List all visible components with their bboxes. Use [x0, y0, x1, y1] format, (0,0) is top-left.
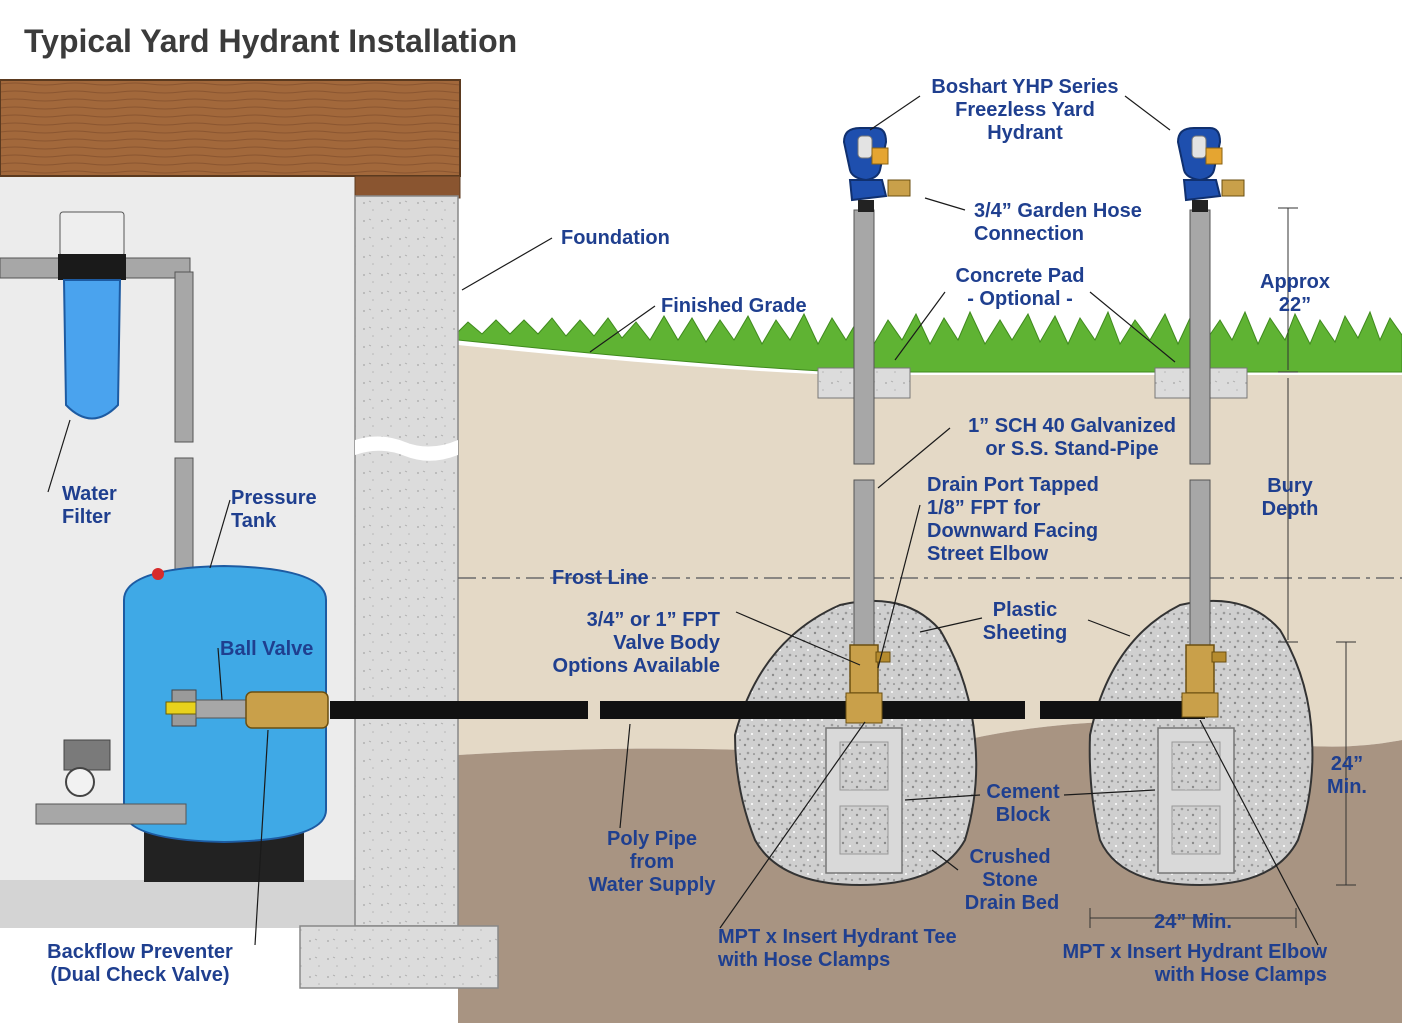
- svg-text:from: from: [630, 851, 674, 873]
- svg-text:Boshart YHP Series: Boshart YHP Series: [931, 76, 1118, 98]
- svg-text:with Hose Clamps: with Hose Clamps: [1154, 964, 1327, 986]
- label-cement-block: Cement Block: [986, 781, 1060, 826]
- label-hose-connection: 3/4” Garden Hose Connection: [974, 200, 1142, 245]
- grass: [457, 310, 1402, 373]
- svg-text:Drain Bed: Drain Bed: [965, 892, 1059, 914]
- svg-text:Bury: Bury: [1267, 475, 1313, 497]
- svg-text:Tank: Tank: [231, 510, 277, 532]
- pressure-switch: [63, 739, 111, 771]
- svg-text:MPT x Insert Hydrant Elbow: MPT x Insert Hydrant Elbow: [1063, 941, 1328, 963]
- foundation-break: [355, 436, 458, 461]
- svg-text:- Optional -: - Optional -: [967, 288, 1073, 310]
- hydrant-head-left: [843, 127, 911, 213]
- label-ball-valve: Ball Valve: [220, 638, 313, 660]
- svg-text:1” SCH 40 Galvanized: 1” SCH 40 Galvanized: [968, 415, 1176, 437]
- label-foundation: Foundation: [561, 227, 670, 249]
- svg-text:Street Elbow: Street Elbow: [927, 543, 1049, 565]
- svg-text:1/8” FPT for: 1/8” FPT for: [927, 497, 1041, 519]
- pressure-gauge: [65, 767, 95, 797]
- min-24-horizontal-dimension: [1089, 908, 1297, 928]
- label-24-min-horizontal: 24” Min.: [1154, 911, 1232, 933]
- svg-text:Downward Facing: Downward Facing: [927, 520, 1098, 542]
- approx-dimension: [1278, 207, 1298, 373]
- svg-text:Filter: Filter: [62, 506, 111, 528]
- svg-text:(Dual Check Valve): (Dual Check Valve): [51, 964, 230, 986]
- cement-block-right: [1157, 727, 1235, 874]
- label-hydrant-elbow: MPT x Insert Hydrant Elbow with Hose Cla…: [1063, 941, 1328, 986]
- label-crushed-stone: Crushed Stone Drain Bed: [965, 846, 1059, 914]
- svg-text:Freezless Yard: Freezless Yard: [955, 99, 1095, 121]
- diagram-title: Typical Yard Hydrant Installation: [24, 23, 517, 59]
- svg-text:Valve Body: Valve Body: [613, 632, 721, 654]
- backflow-preventer: [195, 691, 329, 729]
- svg-text:Plastic: Plastic: [993, 599, 1057, 621]
- svg-text:Drain Port Tapped: Drain Port Tapped: [927, 474, 1099, 496]
- stand-pipe-left: [853, 209, 875, 651]
- svg-text:Concrete Pad: Concrete Pad: [956, 265, 1085, 287]
- label-poly-pipe: Poly Pipe from Water Supply: [588, 828, 716, 896]
- water-filter: [0, 211, 191, 420]
- svg-text:Stone: Stone: [982, 869, 1038, 891]
- svg-text:Water Supply: Water Supply: [588, 874, 716, 896]
- valve-body-left: [845, 644, 891, 724]
- label-hydrant-tee: MPT x Insert Hydrant Tee with Hose Clamp…: [717, 926, 957, 971]
- svg-text:with Hose Clamps: with Hose Clamps: [717, 949, 890, 971]
- svg-text:Block: Block: [996, 804, 1051, 826]
- svg-text:Min.: Min.: [1327, 776, 1367, 798]
- svg-text:3/4” or 1” FPT: 3/4” or 1” FPT: [587, 609, 720, 631]
- supply-pipe-upper: [174, 271, 194, 443]
- label-backflow-preventer: Backflow Preventer (Dual Check Valve): [47, 941, 233, 986]
- svg-text:22”: 22”: [1279, 294, 1311, 316]
- label-finished-grade: Finished Grade: [661, 295, 807, 317]
- svg-text:Depth: Depth: [1262, 498, 1319, 520]
- label-frost-line: Frost Line: [552, 567, 649, 589]
- foundation-wall: [354, 195, 459, 927]
- label-drain-port: Drain Port Tapped 1/8” FPT for Downward …: [927, 474, 1099, 565]
- stand-pipe-right: [1189, 209, 1211, 651]
- svg-text:Options Available: Options Available: [553, 655, 720, 677]
- svg-text:Approx: Approx: [1260, 271, 1330, 293]
- label-pressure-tank: Pressure Tank: [231, 487, 317, 532]
- svg-text:or S.S. Stand-Pipe: or S.S. Stand-Pipe: [985, 438, 1158, 460]
- svg-text:Backflow Preventer: Backflow Preventer: [47, 941, 233, 963]
- min-24-vertical-dimension: [1336, 641, 1356, 886]
- label-water-filter: Water Filter: [62, 483, 117, 528]
- svg-text:Poly Pipe: Poly Pipe: [607, 828, 697, 850]
- label-plastic-sheeting: Plastic Sheeting: [983, 599, 1067, 644]
- label-24-min-vertical: 24” Min.: [1327, 753, 1367, 798]
- label-approx: Approx 22”: [1260, 271, 1330, 316]
- bury-depth-dimension: [1278, 378, 1298, 643]
- svg-text:MPT x Insert Hydrant Tee: MPT x Insert Hydrant Tee: [718, 926, 957, 948]
- label-stand-pipe: 1” SCH 40 Galvanized or S.S. Stand-Pipe: [968, 415, 1176, 460]
- svg-text:Connection: Connection: [974, 223, 1084, 245]
- svg-text:Sheeting: Sheeting: [983, 622, 1067, 644]
- svg-text:Hydrant: Hydrant: [987, 122, 1063, 144]
- svg-text:Pressure: Pressure: [231, 487, 317, 509]
- hydrant-head-right: [1177, 127, 1245, 213]
- svg-text:Water: Water: [62, 483, 117, 505]
- footing: [299, 925, 499, 989]
- valve-body-right: [1181, 644, 1227, 718]
- svg-text:Cement: Cement: [986, 781, 1060, 803]
- leader-lines: [47, 95, 1319, 946]
- tank-outlet-pipe: [35, 803, 187, 825]
- cement-block-left: [825, 727, 903, 874]
- poly-pipe: [330, 701, 1205, 719]
- basement-floor: [0, 880, 355, 928]
- svg-text:3/4” Garden Hose: 3/4” Garden Hose: [974, 200, 1142, 222]
- svg-text:24”: 24”: [1331, 753, 1363, 775]
- label-hydrant: Boshart YHP Series Freezless Yard Hydran…: [931, 76, 1118, 144]
- label-concrete-pad: Concrete Pad - Optional -: [956, 265, 1085, 310]
- svg-text:Crushed: Crushed: [969, 846, 1050, 868]
- wood-beam: [0, 79, 461, 177]
- label-valve-body: 3/4” or 1” FPT Valve Body Options Availa…: [553, 609, 721, 677]
- label-bury-depth: Bury Depth: [1262, 475, 1319, 520]
